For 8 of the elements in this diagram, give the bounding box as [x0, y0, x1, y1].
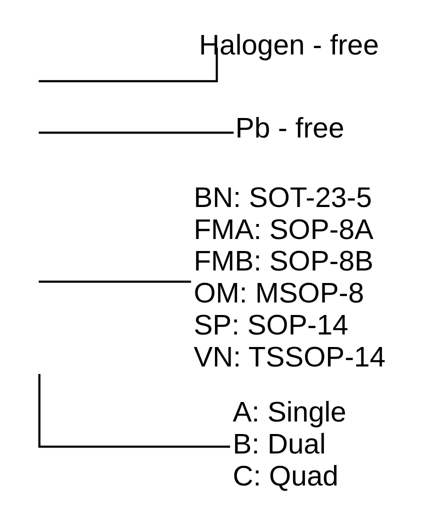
- connector: [38, 132, 234, 134]
- node-text: Halogen - free: [199, 29, 379, 62]
- node-text: BN: SOT-23-5 FMA: SOP-8A FMB: SOP-8B OM: MSOP-8 SP: SOP-14 VN: TSSOP-14: [194, 182, 386, 374]
- connector: [38, 374, 230, 448]
- connector: [38, 48, 218, 82]
- node-text: Pb - free: [235, 112, 344, 145]
- node-text: A: Single B: Dual C: Quad: [232, 396, 346, 492]
- connector: [38, 280, 192, 283]
